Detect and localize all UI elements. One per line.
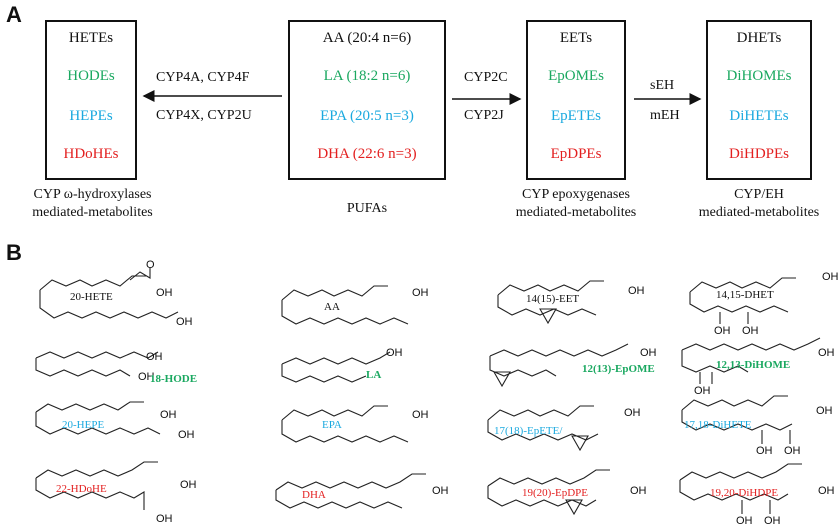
oh-label: OH: [412, 409, 429, 421]
mol-name-14-15-dhet: 14,15-DHET: [716, 289, 774, 301]
panel-a-letter: A: [6, 2, 22, 27]
hetes-label: HETEs: [68, 30, 114, 46]
arrow1-bottom-label: CYP4X, CYP2U: [156, 108, 252, 123]
oh-label: OH: [412, 287, 429, 299]
arrow1-top-label: CYP4A, CYP4F: [156, 70, 250, 85]
mol-name-19-20-epdpe: 19(20)-EpDPE: [522, 487, 588, 499]
mol-17-18-epete-structure: [487, 405, 599, 452]
o-label: O: [146, 259, 155, 271]
oh-label: OH: [176, 316, 193, 328]
dhets-caption: CYP/EH mediated-metabolites: [686, 186, 832, 222]
arrow3-bottom-label: mEH: [650, 108, 680, 123]
hepes-label: HEPEs: [69, 108, 113, 124]
oh-label: OH: [630, 485, 647, 497]
pufas-caption: PUFAs: [346, 201, 388, 216]
oh-label: OH: [160, 409, 177, 421]
hodes-label: HODEs: [67, 68, 115, 84]
hetes-caption-line1: CYP ω-hydroxylases: [33, 187, 152, 202]
mol-14-15-eet-structure: [497, 280, 604, 325]
mol-17-18-dihete-structure: [681, 395, 793, 444]
la-label: LA (18:2 n=6): [323, 68, 411, 84]
hdohes-label: HDoHEs: [63, 146, 119, 162]
oh-label: OH: [736, 515, 753, 527]
oh-label: OH: [714, 325, 731, 337]
mol-name-12-13-epome: 12(13)-EpOME: [582, 363, 655, 375]
mol-12-13-dihome-structure: [681, 337, 821, 384]
oh-label: OH: [386, 347, 403, 359]
mol-la-structure: [281, 351, 391, 383]
eets-caption: CYP epoxygenases mediated-metabolites: [488, 186, 664, 222]
dhets-caption-line1: CYP/EH: [734, 187, 784, 202]
panel-b-letter: B: [6, 240, 22, 265]
dihomes-label: DiHOMEs: [726, 68, 792, 84]
arrow3-top-label: sEH: [650, 78, 675, 93]
mol-name-epa: EPA: [322, 419, 342, 431]
hetes-caption-line2: mediated-metabolites: [32, 205, 153, 220]
oh-label: OH: [816, 405, 833, 417]
oh-label: OH: [156, 287, 173, 299]
oh-label: OH: [756, 445, 773, 457]
mol-name-aa: AA: [324, 301, 340, 313]
mol-12-13-epome-structure: [489, 343, 629, 388]
dhets-label: DHETs: [736, 30, 782, 46]
mol-name-17-18-dihete: 17,18-DiHETE: [684, 419, 752, 431]
oh-label: OH: [432, 485, 449, 497]
pufas-box: AA (20:4 n=6) LA (18:2 n=6) EPA (20:5 n=…: [288, 20, 446, 180]
mol-dha-structure: [275, 473, 426, 509]
oh-label: OH: [628, 285, 645, 297]
mol-epa-structure: [281, 405, 409, 443]
oh-label: OH: [178, 429, 195, 441]
eets-box: EETs EpOMEs EpETEs EpDPEs: [526, 20, 626, 180]
epetes-label: EpETEs: [551, 108, 601, 124]
dhets-box: DHETs DiHOMEs DiHETEs DiHDPEs: [706, 20, 812, 180]
mol-19-20-epdpe-structure: [487, 469, 610, 516]
mol-22-hdohe-structure: [35, 461, 158, 510]
mol-name-19-20-dihdpe: 19,20-DiHDPE: [710, 487, 778, 499]
eets-caption-line2: mediated-metabolites: [515, 205, 637, 220]
mol-name-20-hete: 20-HETE: [70, 291, 113, 303]
oh-label: OH: [764, 515, 781, 527]
arrow2-top-label: CYP2C: [464, 70, 508, 85]
hetes-caption: CYP ω-hydroxylases mediated-metabolites: [0, 186, 185, 222]
mol-19-20-dihdpe-structure: [679, 463, 802, 514]
mol-name-18-hode: 18-HODE: [150, 373, 197, 385]
mol-14-15-dhet-structure: [689, 277, 796, 324]
mol-name-17-18-epete: 17(18)-EpETE/: [494, 425, 563, 437]
oh-label: OH: [818, 347, 835, 359]
hetes-box: HETEs HODEs HEPEs HDoHEs: [45, 20, 137, 180]
oh-label: OH: [784, 445, 801, 457]
epa-label: EPA (20:5 n=3): [320, 108, 414, 124]
eets-label: EETs: [559, 30, 593, 46]
oh-label: OH: [818, 485, 835, 497]
dihdpes-label: DiHDPEs: [728, 146, 789, 162]
oh-label: OH: [694, 385, 711, 397]
mol-name-12-13-dihome: 12,13-DiHOME: [716, 359, 790, 371]
mol-name-20-hepe: 20-HEPE: [62, 419, 104, 431]
mol-name-dha: DHA: [302, 489, 326, 501]
oh-label: OH: [138, 371, 155, 383]
dihetes-label: DiHETEs: [729, 108, 789, 124]
mol-18-hode-structure: [35, 351, 159, 377]
oh-label: OH: [180, 479, 197, 491]
oh-label: OH: [624, 407, 641, 419]
oh-label: OH: [822, 271, 839, 283]
mol-name-14-15-eet: 14(15)-EET: [526, 293, 579, 305]
dhets-caption-line2: mediated-metabolites: [698, 205, 820, 220]
mol-20-hepe-structure: [35, 401, 161, 435]
eets-caption-line1: CYP epoxygenases: [522, 187, 630, 202]
epomes-label: EpOMEs: [548, 68, 604, 84]
epdpes-label: EpDPEs: [550, 146, 602, 162]
mol-name-la: LA: [366, 369, 381, 381]
oh-label: OH: [146, 351, 163, 363]
oh-label: OH: [742, 325, 759, 337]
dha-label: DHA (22:6 n=3): [317, 146, 417, 162]
oh-label: OH: [640, 347, 657, 359]
oh-label: OH: [156, 513, 173, 525]
mol-aa-structure: [281, 285, 409, 325]
aa-label: AA (20:4 n=6): [322, 30, 412, 46]
arrow2-bottom-label: CYP2J: [464, 108, 504, 123]
mol-name-22-hdohe: 22-HDoHE: [56, 483, 107, 495]
mol-20-hete-structure: [39, 268, 179, 319]
